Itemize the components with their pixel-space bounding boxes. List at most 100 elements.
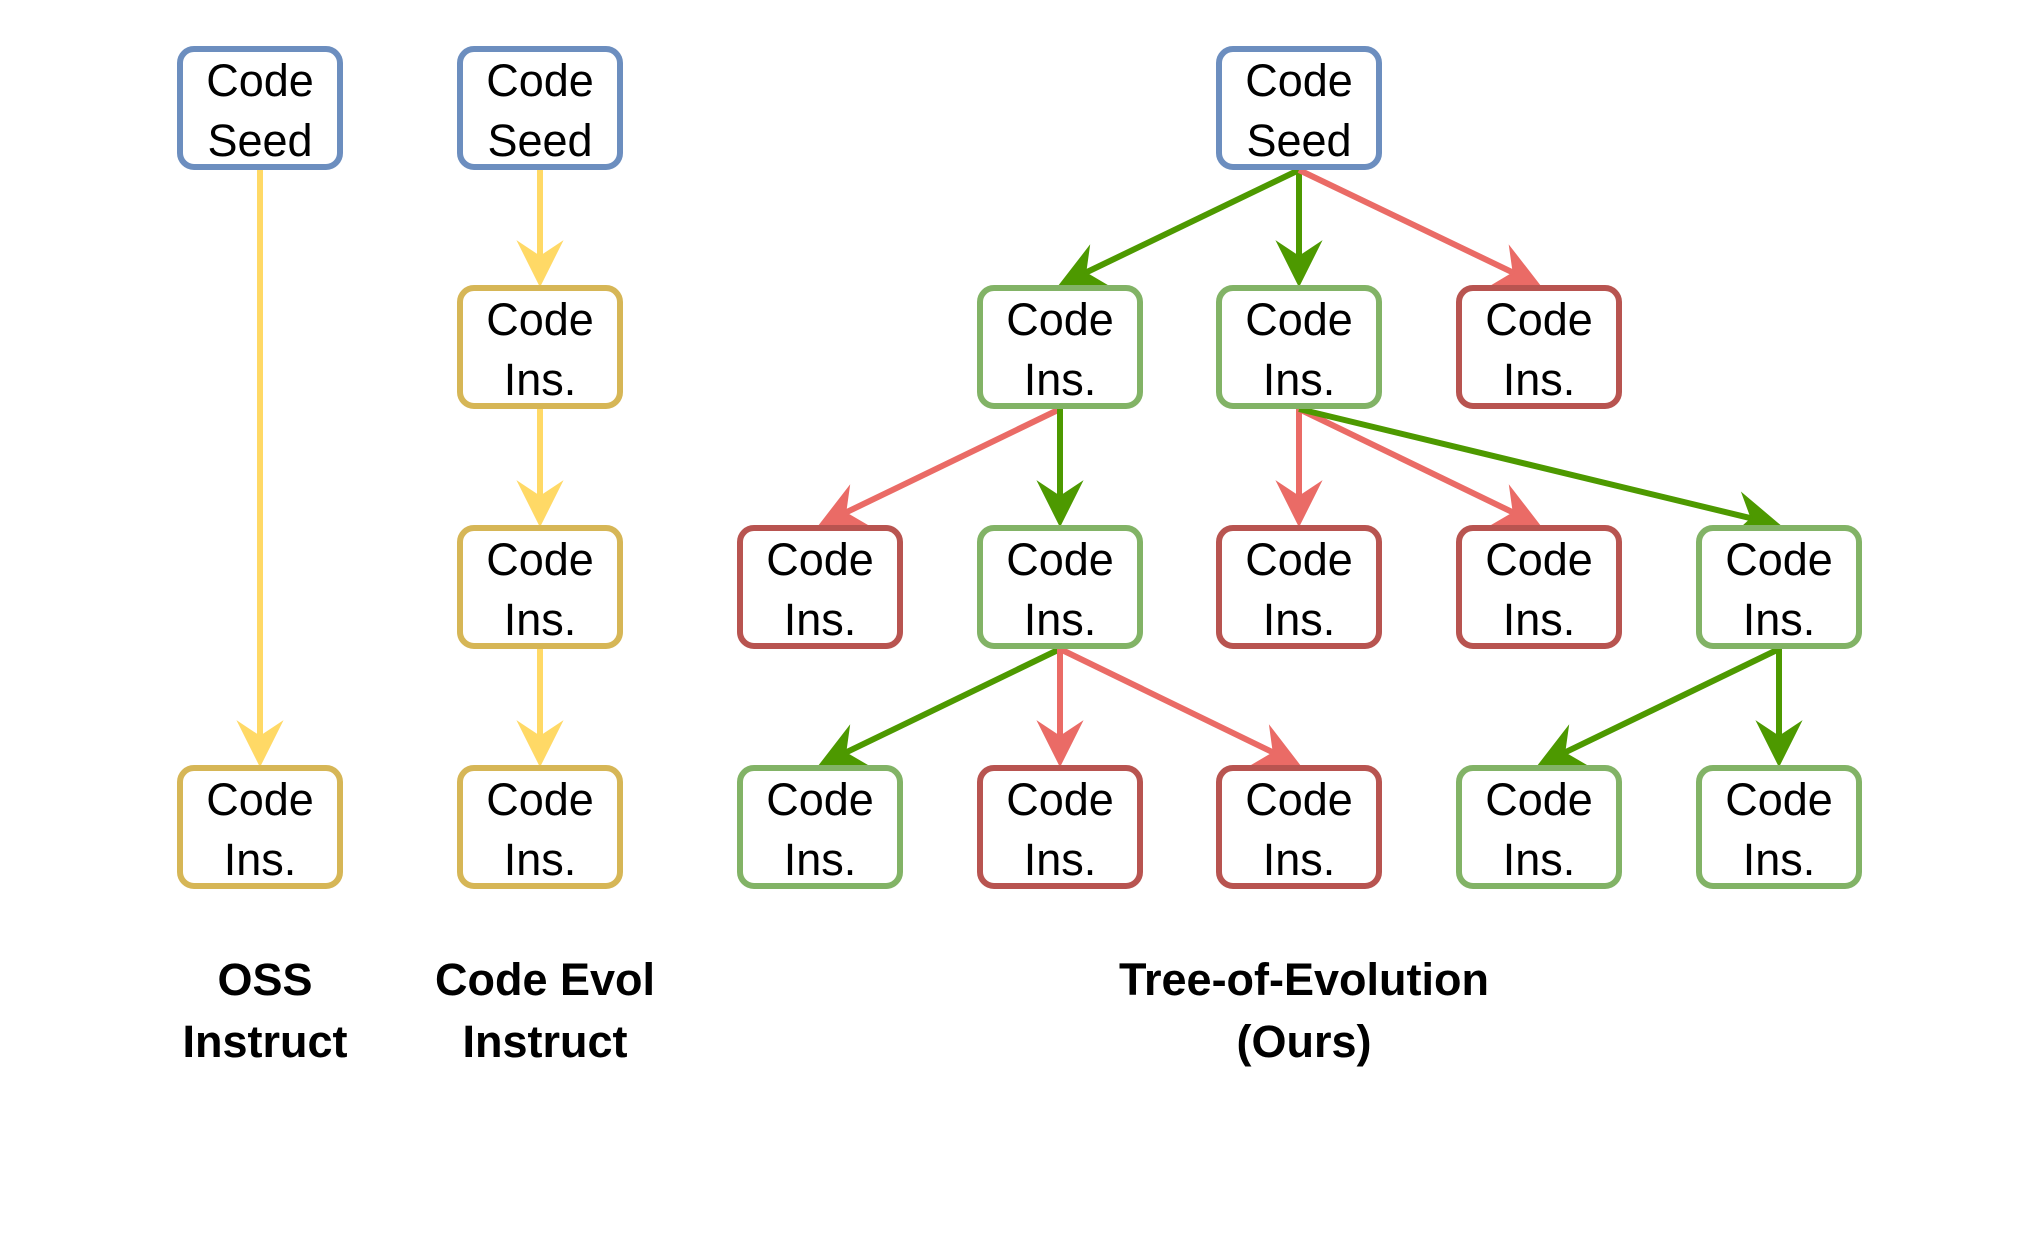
node-label-line: Ins. (1743, 594, 1816, 645)
caption-line: Instruct (182, 1016, 347, 1067)
node-label-line: Code (1245, 55, 1353, 106)
node-label-line: Ins. (504, 354, 577, 405)
arrowhead (516, 480, 564, 528)
node-box (177, 765, 343, 889)
node-label-line: Code (1245, 294, 1353, 345)
node-box (1456, 525, 1622, 649)
edge-line (843, 646, 1062, 756)
edge-toe-l1-b-to-toe-l2-d (1297, 406, 1542, 527)
node-label-line: Code (206, 55, 314, 106)
arrowhead (1755, 720, 1803, 768)
arrowhead (236, 720, 284, 768)
node-label-line: Code (1006, 534, 1114, 585)
node-label-line: Code (1725, 534, 1833, 585)
node-label-line: Ins. (224, 834, 297, 885)
edge-toe-l1-b-to-toe-l2-e (1298, 406, 1782, 538)
node-label-line: Code (1006, 294, 1114, 345)
edge-line (1298, 406, 1753, 522)
node-label-line: Code (206, 774, 314, 825)
node-label-line: Ins. (784, 834, 857, 885)
node-box (737, 765, 903, 889)
edge-toe-l2-e-to-toe-l3-e (1755, 649, 1803, 768)
caption-line: Code Evol (435, 954, 655, 1005)
edge-line (843, 406, 1062, 516)
edge-line (1058, 646, 1276, 756)
node-label-line: Ins. (1263, 834, 1336, 885)
node-label-line: Seed (1246, 115, 1351, 166)
node-box (457, 765, 623, 889)
node-label-line: Seed (207, 115, 312, 166)
node-label-line: Code (766, 534, 874, 585)
edges-layer (236, 167, 1803, 768)
node-box (737, 525, 903, 649)
node-box (1696, 525, 1862, 649)
node-label-line: Code (1245, 534, 1353, 585)
node-label-line: Ins. (1024, 594, 1097, 645)
edge-toe-l2-b-to-toe-l3-c (1058, 646, 1302, 767)
node-label-line: Ins. (784, 594, 857, 645)
node-label-line: Code (766, 774, 874, 825)
arrowhead (516, 240, 564, 288)
edge-toe-seed-to-toe-l1-c (1297, 167, 1542, 287)
edge-toe-seed-to-toe-l1-a (1057, 167, 1301, 287)
caption-line: (Ours) (1237, 1016, 1372, 1067)
arrowhead (1036, 480, 1084, 528)
node-label-line: Ins. (1503, 834, 1576, 885)
node-box (977, 765, 1143, 889)
node-label-line: Code (1485, 534, 1593, 585)
edge-oss-seed-to-oss-ins (236, 170, 284, 768)
edge-toe-l2-b-to-toe-l3-b (1036, 649, 1084, 768)
node-box (977, 285, 1143, 409)
node-label-line: Ins. (1024, 834, 1097, 885)
edge-toe-l1-a-to-toe-l2-a (817, 406, 1062, 527)
node-box (457, 285, 623, 409)
caption-line: OSS (217, 954, 312, 1005)
node-label-line: Code (486, 774, 594, 825)
node-label-line: Ins. (1024, 354, 1097, 405)
edge-line (1297, 406, 1516, 516)
node-label-line: Ins. (1503, 594, 1576, 645)
node-box (1216, 46, 1382, 170)
node-label-line: Ins. (1503, 354, 1576, 405)
node-box (1216, 285, 1382, 409)
edge-line (1562, 646, 1781, 756)
node-label-line: Code (1485, 294, 1593, 345)
caption-0: OSS Instruct (182, 954, 347, 1067)
edge-toe-l1-a-to-toe-l2-b (1036, 409, 1084, 528)
node-box (1456, 765, 1622, 889)
node-label-line: Seed (487, 115, 592, 166)
node-label-line: Code (486, 534, 594, 585)
node-box (1696, 765, 1862, 889)
node-box (1456, 285, 1622, 409)
node-box (177, 46, 343, 170)
node-label-line: Ins. (504, 834, 577, 885)
edge-evol-seed-to-evol-ins-1 (516, 170, 564, 288)
node-label-line: Ins. (504, 594, 577, 645)
edge-toe-l1-b-to-toe-l2-c (1275, 409, 1323, 528)
arrowhead (1275, 240, 1323, 288)
caption-line: Tree-of-Evolution (1119, 954, 1489, 1005)
node-label-line: Ins. (1263, 354, 1336, 405)
arrowhead (1275, 480, 1323, 528)
edge-evol-ins-2-to-evol-ins-3 (516, 649, 564, 768)
nodes-layer: CodeSeedCodeIns.CodeSeedCodeIns.CodeIns.… (177, 46, 1862, 889)
node-label-line: Ins. (1743, 834, 1816, 885)
edge-line (1083, 167, 1301, 276)
